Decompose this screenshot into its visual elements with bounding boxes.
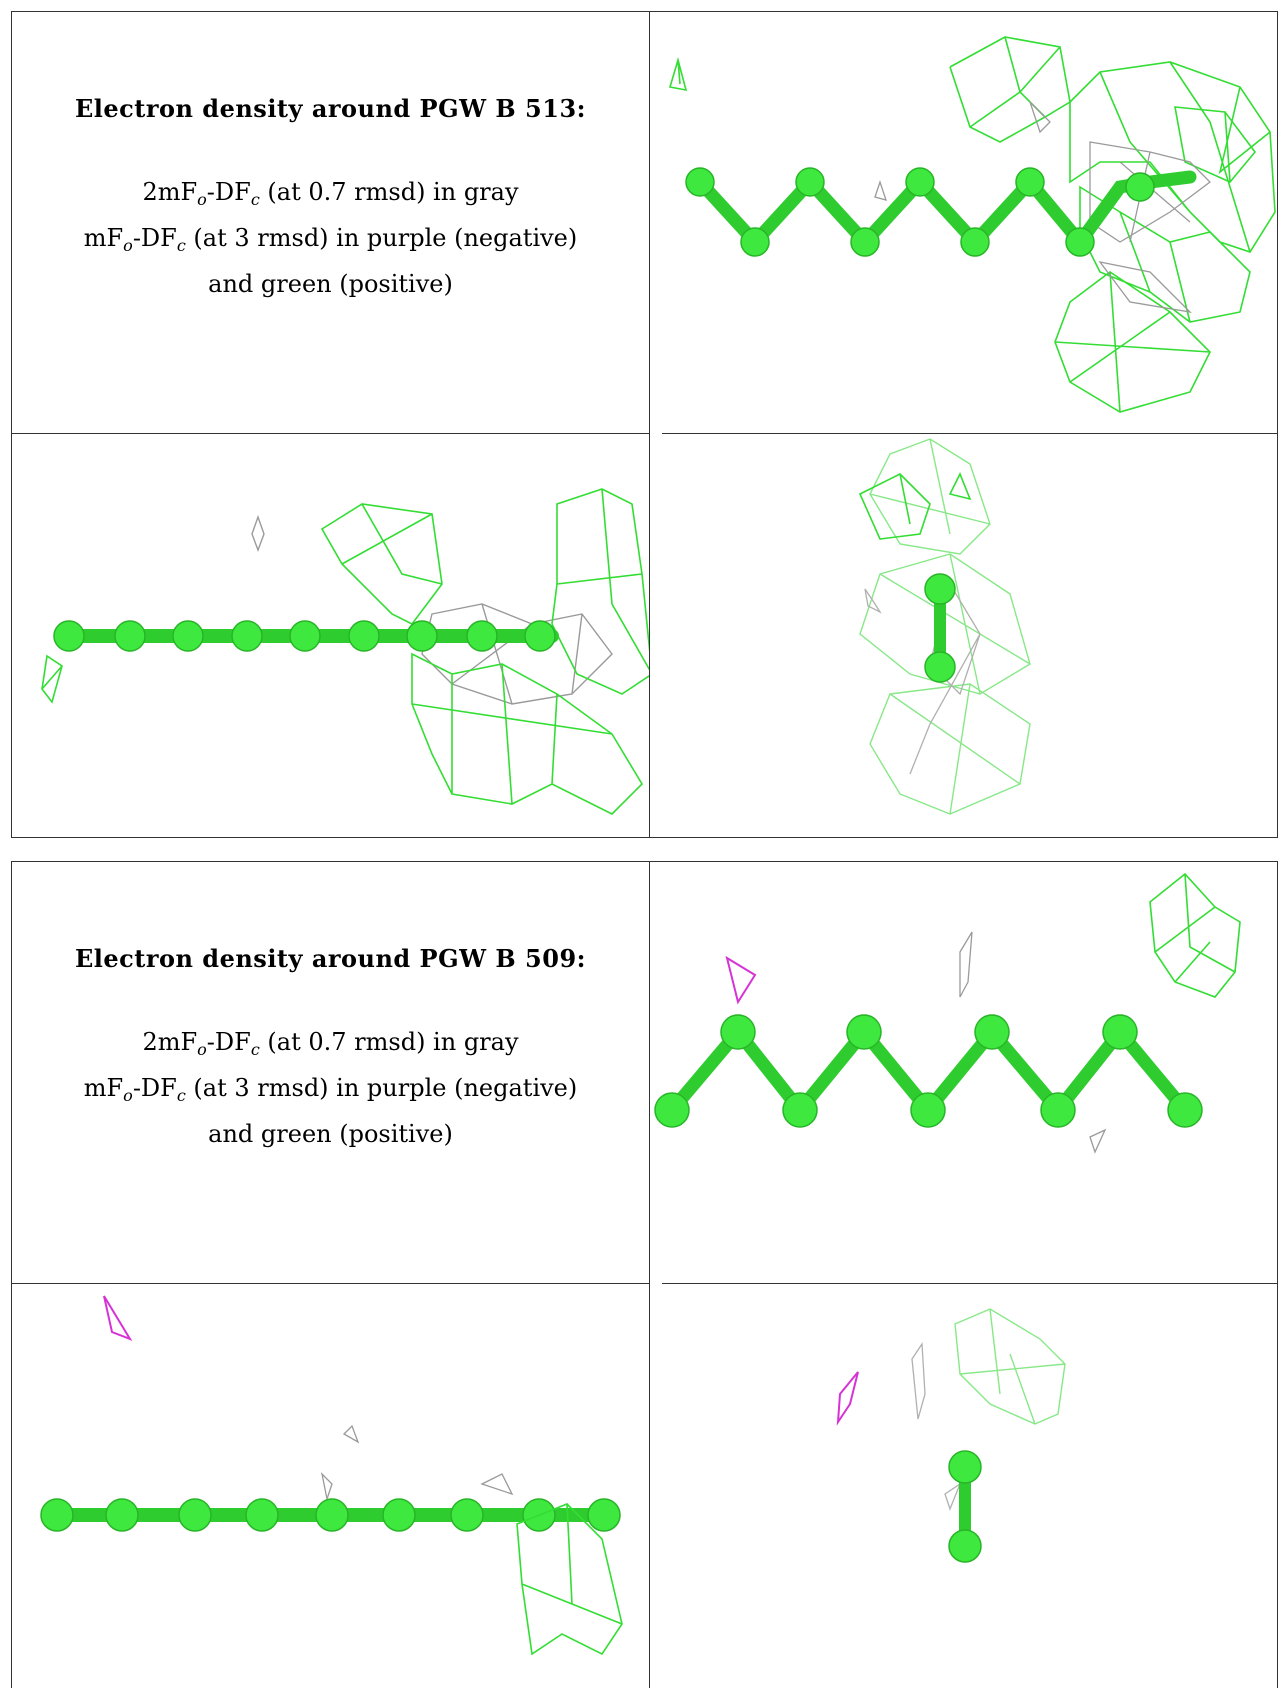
panel-divider-horizontal bbox=[12, 1283, 649, 1284]
density-view-top-right bbox=[650, 862, 1278, 1283]
figure-heading: Electron density around PGW B 509: bbox=[74, 944, 587, 973]
figure-panel-513: Electron density around PGW B 513: 2mFo-… bbox=[11, 11, 1278, 838]
density-view-bottom-right bbox=[650, 1284, 1278, 1688]
panel-divider-vertical bbox=[649, 862, 650, 1688]
figure-panel-509: Electron density around PGW B 509: 2mFo-… bbox=[11, 861, 1278, 1688]
panel-divider-horizontal bbox=[12, 433, 649, 434]
caption-line-gray: 2mFo-DFc (at 0.7 rmsd) in gray bbox=[142, 178, 519, 209]
panel-divider-horizontal-right bbox=[662, 433, 1278, 434]
figure-caption: Electron density around PGW B 513: 2mFo-… bbox=[12, 94, 649, 303]
density-view-bottom-right bbox=[650, 434, 1278, 838]
caption-line-green: and green (positive) bbox=[208, 1120, 453, 1148]
figure-caption: Electron density around PGW B 509: 2mFo-… bbox=[12, 944, 649, 1153]
caption-line-gray: 2mFo-DFc (at 0.7 rmsd) in gray bbox=[142, 1028, 519, 1059]
panel-divider-horizontal-right bbox=[662, 1283, 1278, 1284]
density-view-bottom-left bbox=[12, 1284, 649, 1688]
density-view-bottom-left bbox=[12, 434, 649, 838]
figure-heading: Electron density around PGW B 513: bbox=[74, 94, 587, 123]
caption-line-green: and green (positive) bbox=[208, 270, 453, 298]
caption-line-diff: mFo-DFc (at 3 rmsd) in purple (negative) bbox=[83, 1074, 578, 1105]
caption-line-diff: mFo-DFc (at 3 rmsd) in purple (negative) bbox=[83, 224, 578, 255]
density-view-top-right bbox=[650, 12, 1278, 433]
panel-divider-vertical bbox=[649, 12, 650, 837]
